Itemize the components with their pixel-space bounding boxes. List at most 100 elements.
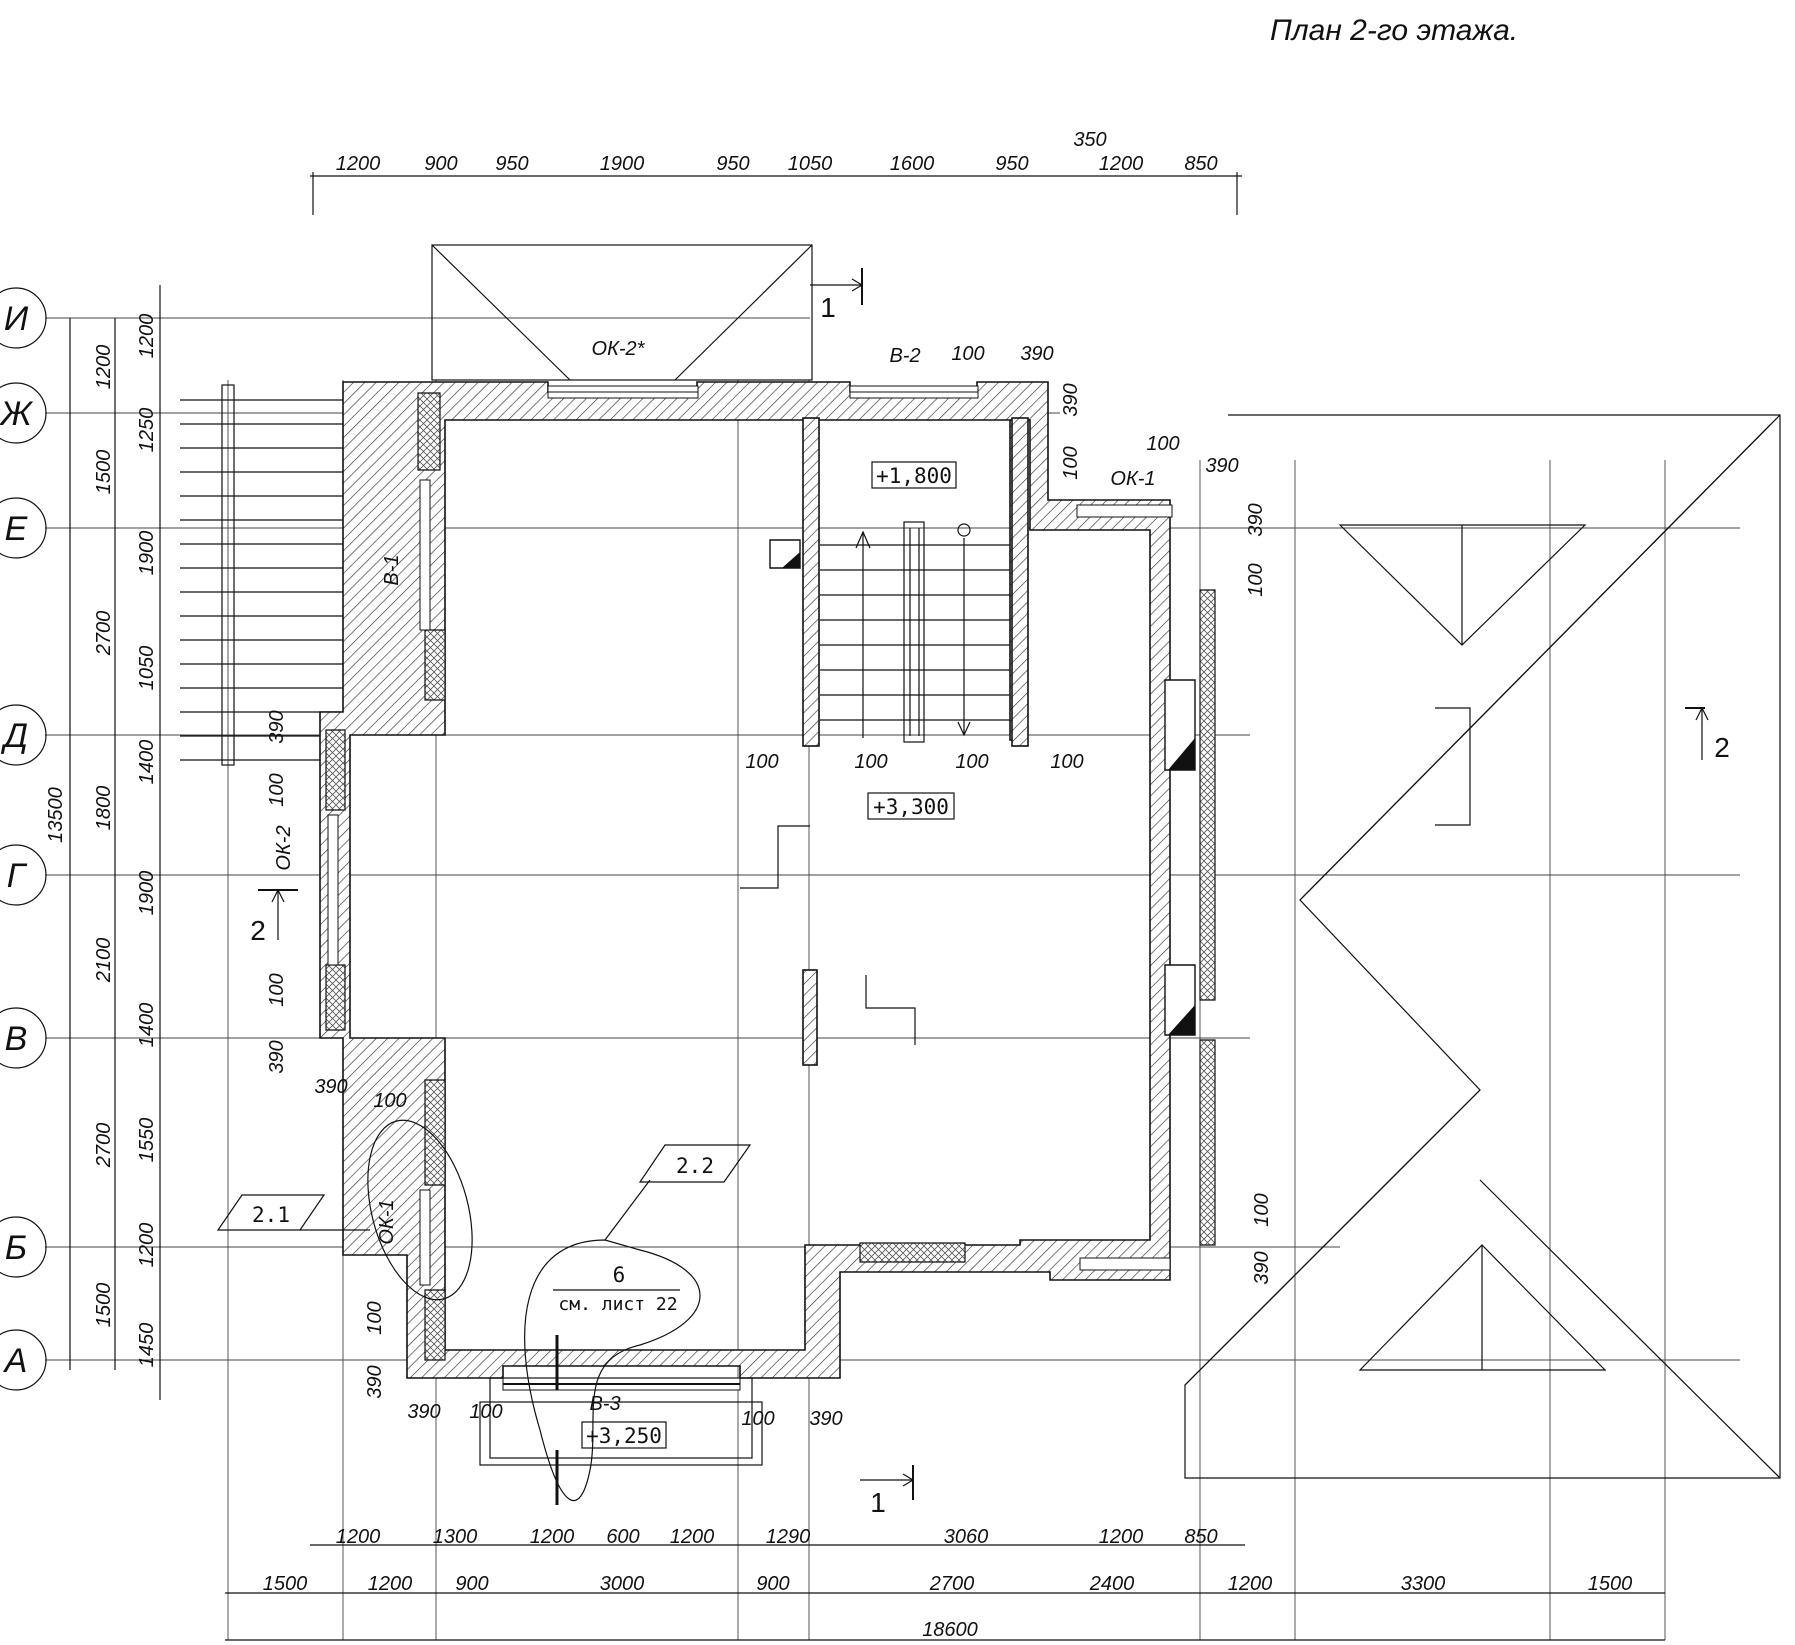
drawing-title: План 2-го этажа. — [1270, 14, 1519, 47]
svg-text:3060: 3060 — [944, 1526, 989, 1548]
svg-text:Г: Г — [7, 857, 28, 895]
dims-bottom-row1: 1200 1300 1200 600 1200 1290 3060 1200 8… — [336, 1526, 1218, 1548]
dims-bottom-row2: 1500 1200 900 3000 900 2700 2400 1200 33… — [263, 1573, 1633, 1641]
svg-text:1200: 1200 — [1099, 1526, 1144, 1548]
svg-text:100: 100 — [469, 1401, 502, 1423]
svg-text:2700: 2700 — [929, 1573, 975, 1595]
svg-text:100: 100 — [1050, 751, 1083, 773]
svg-text:1450: 1450 — [136, 1323, 158, 1368]
svg-text:2700: 2700 — [93, 1123, 115, 1169]
svg-text:1600: 1600 — [890, 153, 935, 175]
label-ok2-side: ОК-2 — [273, 825, 295, 870]
section-1-top: 1 — [820, 292, 836, 323]
dimension-lines — [69, 172, 1665, 1641]
svg-text:1400: 1400 — [136, 740, 158, 785]
svg-text:1500: 1500 — [93, 450, 115, 495]
axis-bubble-g: Г — [0, 844, 47, 906]
plan-labels: ОК-2* ОК-1 В-2 В-1 ОК-2 ОК-1 В-3 +1,800 … — [250, 292, 1730, 1518]
section-2-left: 2 — [250, 915, 266, 946]
skylight-ok2 — [431, 244, 813, 381]
svg-text:1800: 1800 — [93, 786, 115, 831]
axis-bubble-e: Е — [0, 497, 47, 559]
svg-text:850: 850 — [1184, 1526, 1217, 1548]
axis-grid-lines — [45, 317, 1740, 1640]
interior-marks — [479, 707, 1471, 1505]
svg-text:1550: 1550 — [136, 1118, 158, 1163]
stair-walls — [802, 417, 1029, 1066]
svg-text:390: 390 — [1020, 343, 1053, 365]
svg-text:1200: 1200 — [336, 1526, 381, 1548]
svg-text:390: 390 — [266, 1040, 288, 1073]
svg-text:1200: 1200 — [530, 1526, 575, 1548]
svg-text:1900: 1900 — [600, 153, 645, 175]
level-3250: +3,250 — [586, 1424, 662, 1448]
svg-text:900: 900 — [756, 1573, 789, 1595]
svg-text:1500: 1500 — [93, 1283, 115, 1328]
svg-text:1900: 1900 — [136, 871, 158, 916]
svg-text:390: 390 — [407, 1401, 440, 1423]
svg-text:В: В — [5, 1020, 28, 1058]
svg-text:1500: 1500 — [1588, 1573, 1633, 1595]
svg-text:100: 100 — [364, 1301, 386, 1334]
svg-text:2100: 2100 — [93, 938, 115, 984]
svg-text:1050: 1050 — [788, 153, 833, 175]
svg-text:1250: 1250 — [136, 408, 158, 453]
svg-text:1300: 1300 — [433, 1526, 478, 1548]
svg-text:950: 950 — [995, 153, 1028, 175]
svg-text:390: 390 — [266, 710, 288, 743]
svg-text:100: 100 — [1060, 446, 1082, 479]
svg-text:100: 100 — [955, 751, 988, 773]
svg-text:1200: 1200 — [1228, 1573, 1273, 1595]
callouts — [216, 1119, 752, 1502]
callout-6: 6 — [613, 1263, 626, 1287]
label-ok2-star: ОК-2* — [592, 338, 646, 360]
svg-text:1400: 1400 — [136, 1003, 158, 1048]
svg-text:Е: Е — [5, 510, 28, 548]
dims-top: 1200 900 950 1900 950 1050 1600 950 1200… — [336, 129, 1218, 175]
svg-text:А: А — [3, 1342, 28, 1380]
svg-text:1200: 1200 — [336, 153, 381, 175]
svg-text:100: 100 — [745, 751, 778, 773]
svg-text:1200: 1200 — [93, 345, 115, 390]
svg-text:Ж: Ж — [0, 395, 33, 433]
svg-text:390: 390 — [1060, 383, 1082, 416]
axis-bubble-i: И — [0, 287, 47, 349]
svg-text:1200: 1200 — [136, 1223, 158, 1268]
axis-bubble-b: Б — [0, 1216, 47, 1278]
svg-text:1500: 1500 — [263, 1573, 308, 1595]
svg-text:390: 390 — [314, 1076, 347, 1098]
svg-text:100: 100 — [1146, 433, 1179, 455]
roof-outline — [1184, 414, 1781, 1479]
svg-text:1200: 1200 — [1099, 153, 1144, 175]
svg-text:950: 950 — [495, 153, 528, 175]
svg-text:2400: 2400 — [1089, 1573, 1135, 1595]
svg-text:1050: 1050 — [136, 646, 158, 691]
svg-text:Б: Б — [5, 1229, 27, 1267]
svg-text:100: 100 — [373, 1090, 406, 1112]
section-1-bottom: 1 — [870, 1487, 886, 1518]
label-ok1-top: ОК-1 — [1110, 468, 1155, 490]
svg-text:18600: 18600 — [922, 1619, 978, 1641]
staircase — [820, 521, 1010, 743]
label-ok1-side: ОК-1 — [376, 1199, 398, 1244]
svg-text:900: 900 — [424, 153, 457, 175]
svg-text:И: И — [4, 300, 29, 338]
svg-text:1900: 1900 — [136, 531, 158, 576]
svg-text:Д: Д — [0, 717, 28, 755]
section-markers — [258, 268, 1709, 1500]
label-b3: В-3 — [589, 1393, 620, 1415]
level-1800: +1,800 — [876, 464, 952, 488]
svg-text:100: 100 — [1245, 563, 1267, 596]
svg-text:1200: 1200 — [368, 1573, 413, 1595]
svg-text:1200: 1200 — [670, 1526, 715, 1548]
callout-21: 2.1 — [252, 1203, 290, 1227]
label-b2: В-2 — [889, 345, 920, 367]
svg-text:390: 390 — [809, 1408, 842, 1430]
svg-text:100: 100 — [266, 773, 288, 806]
svg-text:100: 100 — [266, 973, 288, 1006]
svg-text:100: 100 — [854, 751, 887, 773]
svg-text:1200: 1200 — [136, 314, 158, 359]
svg-text:350: 350 — [1073, 129, 1106, 151]
svg-text:3000: 3000 — [600, 1573, 645, 1595]
